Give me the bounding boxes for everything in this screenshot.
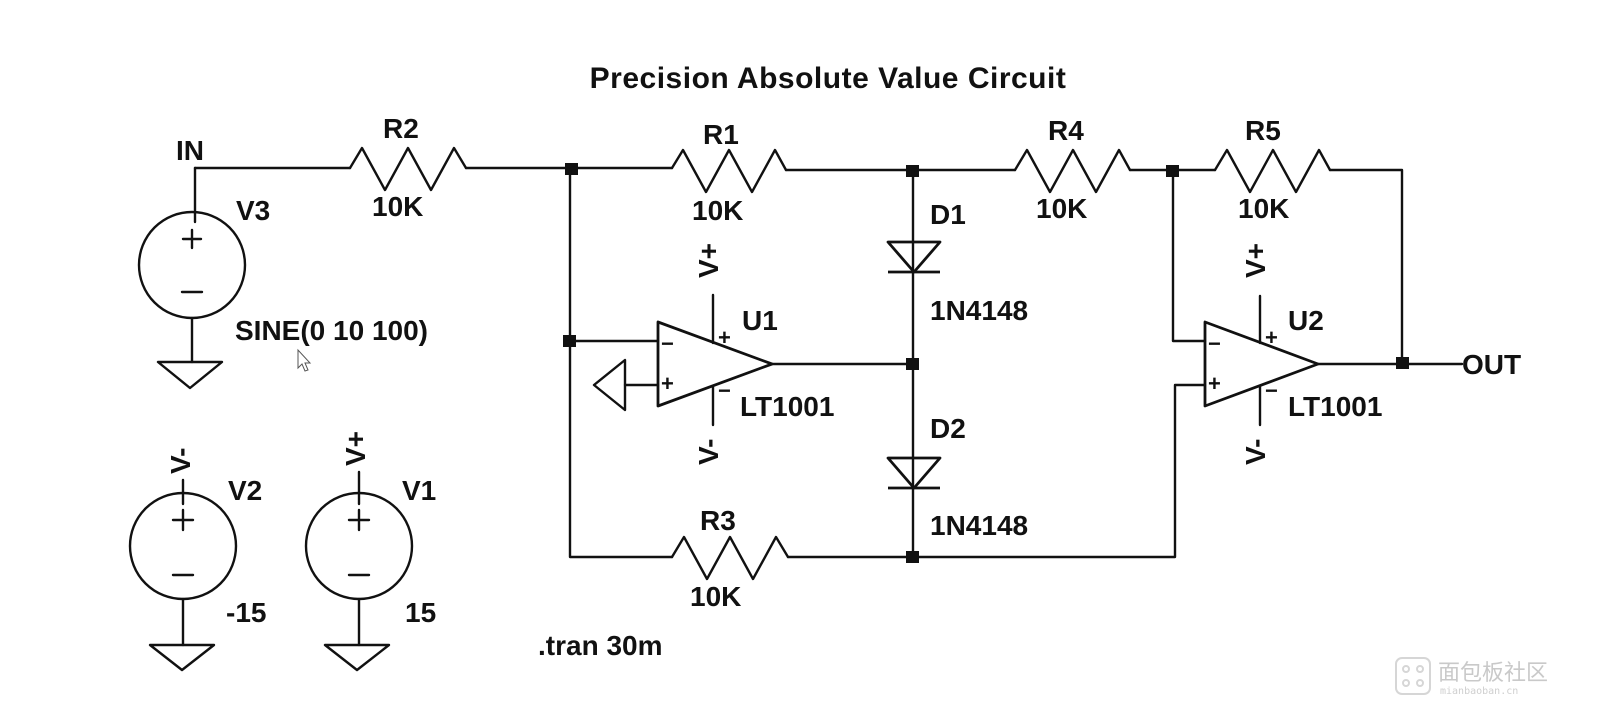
resistor-r4-name: R4	[1048, 115, 1084, 146]
source-v2-value: -15	[226, 597, 266, 628]
opamp-u2-vpos-label: V+	[1240, 243, 1271, 278]
opamp-u2-vneg-label: V-	[1240, 439, 1271, 465]
schematic-title: Precision Absolute Value Circuit	[590, 62, 1067, 95]
resistor-r3	[670, 535, 790, 581]
source-v1	[304, 470, 414, 647]
diode-d1-name: D1	[930, 199, 966, 230]
source-v3	[137, 166, 247, 364]
opamp-u2-noninverting-pin: +	[1208, 371, 1221, 396]
diode-d1-model: 1N4148	[930, 295, 1028, 326]
watermark-logo-icon	[1395, 657, 1431, 695]
mouse-cursor-icon	[297, 348, 312, 372]
resistor-r4	[1013, 148, 1132, 194]
source-v2-net-label: V-	[165, 448, 196, 474]
ground-symbol-v3	[156, 360, 224, 390]
opamp-u1-model: LT1001	[740, 391, 834, 422]
diode-d2-model: 1N4148	[930, 510, 1028, 541]
opamp-u1-vpos-pin: +	[718, 325, 731, 350]
source-v3-value: SINE(0 10 100)	[235, 315, 428, 346]
source-v1-net-label: V+	[340, 431, 371, 466]
ground-symbol-u1	[592, 358, 627, 412]
diode-d2-name: D2	[930, 413, 966, 444]
ground-symbol-v2	[148, 643, 216, 672]
opamp-u2-model: LT1001	[1288, 391, 1382, 422]
opamp-u1-name: U1	[742, 305, 778, 336]
opamp-u2-vpos-pin: +	[1265, 325, 1278, 350]
resistor-r5-value: 10K	[1238, 193, 1289, 224]
resistor-r1	[670, 148, 788, 194]
resistor-r2-value: 10K	[372, 191, 423, 222]
resistor-r1-value: 10K	[692, 195, 743, 226]
source-v3-name: V3	[236, 195, 270, 226]
net-label-in: IN	[176, 135, 204, 166]
source-v1-name: V1	[402, 475, 436, 506]
opamp-u1	[623, 293, 915, 427]
diode-d1	[886, 240, 942, 274]
resistor-r4-value: 10K	[1036, 193, 1087, 224]
diode-d2	[886, 456, 942, 490]
opamp-u2-vneg-pin: −	[1265, 378, 1278, 403]
opamp-u2-inverting-pin: −	[1208, 331, 1221, 356]
junction-node	[1396, 357, 1409, 369]
ground-symbol-v1	[323, 643, 391, 672]
source-v2	[128, 478, 238, 647]
watermark-subtext: mianbaoban.cn	[1440, 686, 1518, 697]
watermark: 面包板社区 mianbaoban.cn	[1395, 657, 1548, 697]
resistor-r5	[1213, 148, 1332, 194]
resistor-r2-name: R2	[383, 113, 419, 144]
resistor-r1-name: R1	[703, 119, 739, 150]
watermark-text: 面包板社区	[1438, 661, 1548, 686]
opamp-u1-vneg-pin: −	[718, 378, 731, 403]
source-v1-value: 15	[405, 597, 436, 628]
opamp-u1-vneg-label: V-	[693, 439, 724, 465]
resistor-r3-value: 10K	[690, 581, 741, 612]
opamp-u1-inverting-pin: −	[661, 331, 674, 356]
resistor-r2	[348, 146, 468, 192]
resistor-r5-name: R5	[1245, 115, 1281, 146]
opamp-u1-noninverting-pin: +	[661, 371, 674, 396]
opamp-u2	[1203, 294, 1464, 427]
source-v2-name: V2	[228, 475, 262, 506]
spice-directive: .tran 30m	[538, 630, 663, 661]
opamp-u2-name: U2	[1288, 305, 1324, 336]
resistor-r3-name: R3	[700, 505, 736, 536]
junction-node	[906, 551, 919, 563]
net-label-out: OUT	[1462, 349, 1521, 380]
opamp-u1-vpos-label: V+	[693, 243, 724, 278]
junction-node	[906, 358, 919, 370]
